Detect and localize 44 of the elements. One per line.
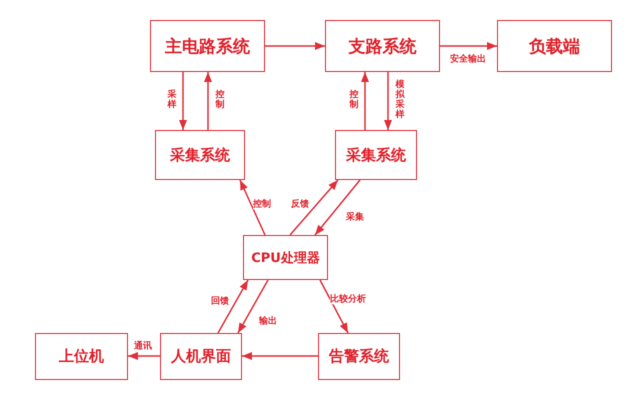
- edge-label: 安全输出: [450, 55, 486, 65]
- arrow: [204, 72, 212, 130]
- edge-label: 输出: [259, 317, 277, 327]
- edge-label: 反馈: [291, 200, 309, 210]
- edge-label: 比较分析: [330, 295, 366, 305]
- node-label: CPU处理器: [251, 250, 320, 266]
- node-label: 上位机: [59, 347, 104, 366]
- arrow: [237, 280, 269, 334]
- arrow: [361, 72, 369, 130]
- arrow: [265, 42, 325, 50]
- edge-label: 采样: [168, 91, 176, 111]
- arrow: [384, 72, 392, 130]
- edge-label: 通讯: [134, 342, 152, 352]
- process-box: [150, 20, 265, 72]
- arrow: [289, 180, 339, 236]
- edge-label: 控制: [216, 91, 224, 111]
- process-box: [243, 235, 328, 280]
- node-label: 告警系统: [329, 347, 389, 366]
- arrow: [128, 352, 160, 360]
- node-label: 支路系统: [348, 36, 416, 58]
- arrow: [440, 42, 497, 50]
- node-label: 采集系统: [170, 146, 230, 164]
- process-box: [325, 20, 440, 72]
- node-label: 主电路系统: [165, 36, 250, 58]
- arrow: [179, 72, 187, 130]
- arrow: [319, 280, 349, 334]
- edge-label: 回馈: [211, 297, 229, 307]
- edge-label: 控制: [253, 200, 271, 210]
- arrow: [239, 180, 266, 236]
- process-box: [155, 130, 245, 180]
- process-box: [160, 333, 242, 380]
- edge-label: 采集: [346, 213, 364, 223]
- process-box: [318, 333, 400, 380]
- arrow: [242, 352, 318, 360]
- arrow: [217, 280, 249, 334]
- edge-label: 模拟采样: [396, 81, 404, 121]
- arrow: [314, 180, 361, 236]
- node-label: 人机界面: [171, 347, 231, 366]
- process-box: [497, 20, 612, 72]
- edge-label: 控制: [350, 91, 358, 111]
- process-box: [35, 333, 128, 380]
- process-box: [335, 130, 417, 180]
- node-label: 采集系统: [346, 146, 406, 164]
- node-label: 负载端: [529, 36, 580, 58]
